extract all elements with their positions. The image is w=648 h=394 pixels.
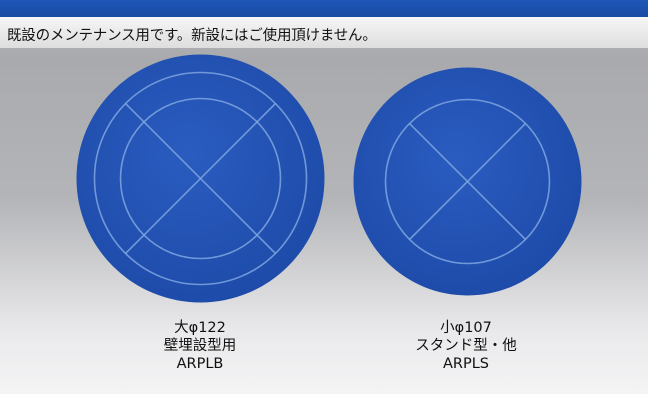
large-lid-usage: 壁埋設型用	[163, 338, 237, 354]
small-lid-model: ARPLS	[442, 356, 490, 372]
large-lid-cross-line-b	[124, 102, 277, 255]
maintenance-notice: 既設のメンテナンス用です。新設にはご使用頂けません。	[7, 28, 377, 44]
large-lid-image	[76, 54, 325, 303]
small-lid-cross-line-b	[408, 122, 527, 241]
small-lid-size: 小φ107	[440, 320, 492, 336]
small-lid-image	[353, 67, 582, 296]
notice-strip	[0, 17, 648, 48]
large-lid-model: ARPLB	[176, 356, 224, 372]
small-lid-usage: スタンド型・他	[415, 338, 517, 354]
large-lid-caption: 大φ122 壁埋設型用 ARPLB	[100, 319, 300, 373]
large-lid-outer-ring	[93, 71, 308, 286]
large-lid-size: 大φ122	[174, 320, 226, 336]
small-lid-ring	[384, 98, 551, 265]
small-lid-caption: 小φ107 スタンド型・他 ARPLS	[366, 319, 566, 373]
header-bar	[0, 0, 648, 17]
large-lid-inner-ring	[119, 97, 282, 260]
